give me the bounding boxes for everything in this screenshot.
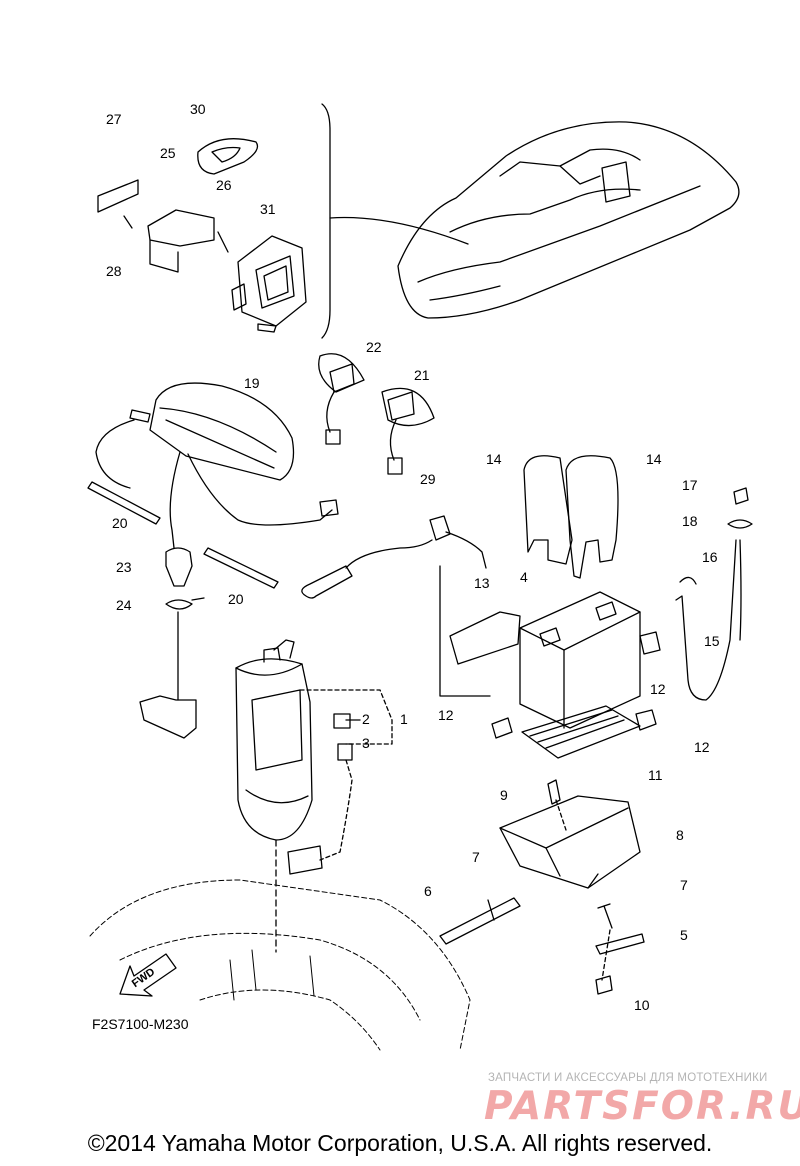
jet-ski — [397, 121, 740, 319]
callout-label: 9 — [500, 787, 508, 803]
grommet-23 — [165, 547, 193, 587]
watermark-tagline: ЗАПЧАСТИ И АКСЕССУАРЫ ДЛЯ МОТОТЕХНИКИ — [488, 1072, 768, 1084]
callout-label: 27 — [106, 111, 122, 127]
pin-26 — [217, 231, 229, 253]
callout-label: 14 — [486, 451, 502, 467]
hull-outline — [89, 879, 471, 1051]
harness-19 — [169, 451, 181, 549]
callout-label: 1 — [400, 711, 408, 727]
callout-label: 25 — [160, 145, 176, 161]
callout-label: 20 — [228, 591, 244, 607]
vent-hose-15 — [675, 539, 737, 701]
callout-label: 24 — [116, 597, 132, 613]
callout-label: 31 — [260, 201, 276, 217]
sensor-29 — [429, 515, 451, 541]
callout-label: 8 — [676, 827, 684, 843]
callout-label: 5 — [680, 927, 688, 943]
copyright-text: ©2014 Yamaha Motor Corporation, U.S.A. A… — [87, 1130, 713, 1156]
callout-label: 21 — [414, 367, 430, 383]
bracket-6 — [439, 897, 521, 945]
callout-label: 23 — [116, 559, 132, 575]
callout-label: 6 — [424, 883, 432, 899]
probe — [301, 565, 353, 599]
callout-label: 12 — [438, 707, 454, 723]
separator-bracket — [321, 103, 331, 339]
callout-label: 10 — [634, 997, 650, 1013]
callout-label: 11 — [648, 767, 663, 783]
callout-label: 19 — [244, 375, 260, 391]
clamp-18 — [727, 519, 753, 529]
leader-to-jetski — [329, 216, 469, 245]
fwd-arrow — [119, 953, 177, 997]
bolt-7 — [603, 905, 613, 929]
callout-label: 7 — [680, 877, 688, 893]
bracket-27 — [97, 179, 139, 213]
meter-19 — [149, 382, 295, 481]
callout-label: 20 — [112, 515, 128, 531]
module-31 — [237, 235, 307, 327]
callout-label: 16 — [702, 549, 718, 565]
pad-11 — [521, 705, 641, 759]
pad-12a — [491, 717, 513, 739]
callout-label: 13 — [474, 575, 490, 591]
callout-label: 4 — [520, 569, 528, 585]
callout-label: 14 — [646, 451, 662, 467]
remote-30 — [197, 138, 259, 175]
cable-tie-20b — [203, 547, 279, 589]
clip-16 — [679, 576, 697, 585]
plate-13 — [449, 611, 521, 665]
clamp-24 — [165, 599, 193, 610]
switch-21 — [381, 387, 435, 427]
bracket-5 — [595, 933, 645, 955]
pad-12b — [635, 709, 657, 731]
bolt-9 — [547, 779, 561, 805]
pad-12c — [639, 631, 661, 655]
callout-label: 15 — [704, 633, 720, 649]
cable-tie-20a — [87, 481, 161, 525]
callout-label: 12 — [650, 681, 666, 697]
battery-box-8 — [499, 795, 641, 889]
strap-14b — [565, 455, 619, 579]
fuel-pump-1 — [235, 658, 313, 841]
leader-1 — [299, 689, 393, 745]
diagram-code: F2S7100-M230 — [92, 1016, 189, 1032]
callout-label: 30 — [190, 101, 206, 117]
nut-10 — [595, 975, 613, 995]
bracket-25 — [147, 209, 215, 247]
watermark-logo: PARTSFOR.RU — [484, 1084, 800, 1129]
callout-label: 12 — [694, 739, 710, 755]
switch-22 — [318, 353, 365, 393]
strap-14a — [523, 455, 573, 565]
callout-label: 18 — [682, 513, 698, 529]
callout-label: 7 — [472, 849, 480, 865]
callout-label: 17 — [682, 477, 698, 493]
callout-label: 22 — [366, 339, 382, 355]
callout-label: 28 — [106, 263, 122, 279]
fitting-17 — [733, 487, 749, 505]
callout-label: 2 — [362, 711, 370, 727]
callout-label: 26 — [216, 177, 232, 193]
callout-label: 29 — [420, 471, 436, 487]
callout-label: 3 — [362, 735, 370, 751]
pin-28 — [123, 215, 133, 229]
battery-4 — [519, 591, 641, 729]
